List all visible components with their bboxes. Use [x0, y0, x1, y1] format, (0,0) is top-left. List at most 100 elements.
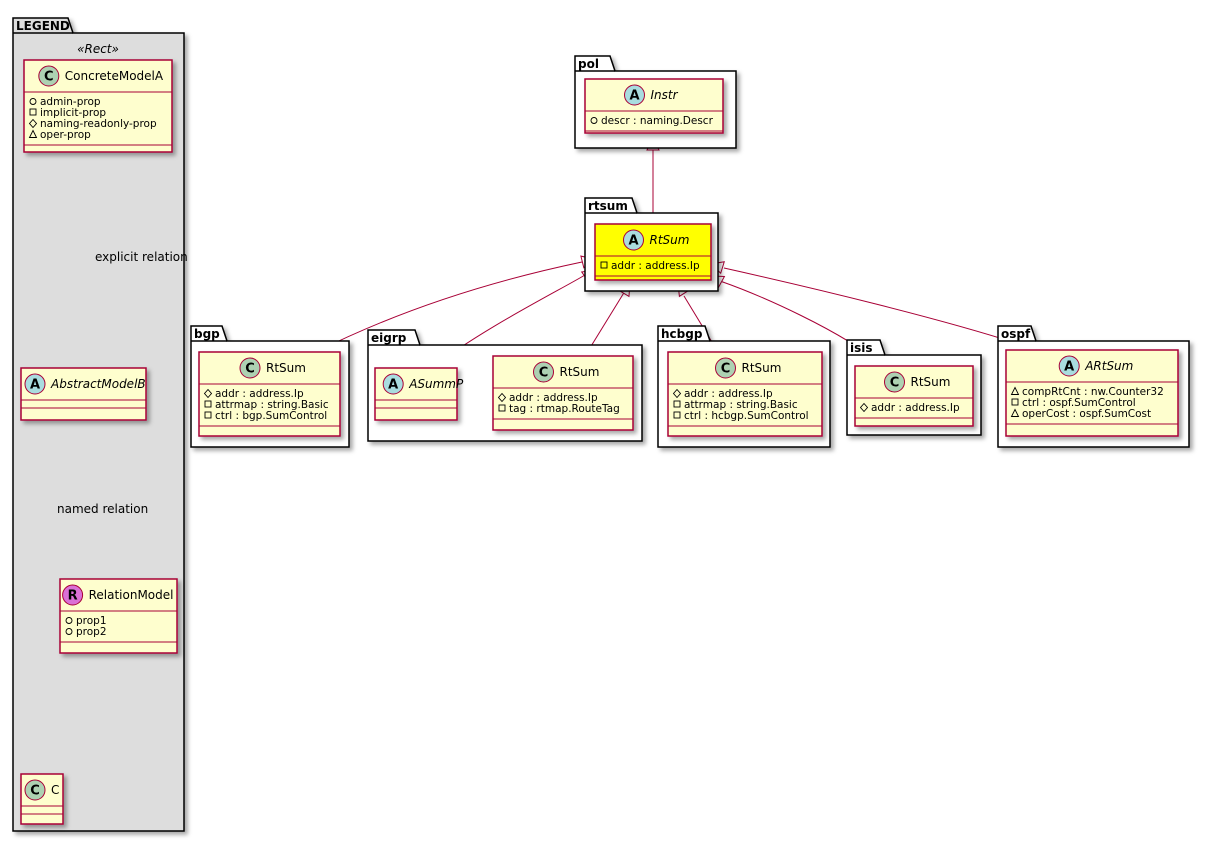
attribute-text: addr : address.Ip	[509, 392, 598, 404]
class-name: ConcreteModelA	[65, 69, 164, 83]
attribute-row: addr : address.Ip	[672, 388, 773, 400]
class-name: RelationModel	[89, 588, 174, 602]
attribute-text: prop1	[76, 615, 107, 627]
attribute-row: ctrl : ospf.SumControl	[1011, 397, 1136, 409]
attribute-row: prop1	[65, 615, 107, 627]
attribute-text: operCost : ospf.SumCost	[1022, 408, 1151, 420]
stereotype-letter: R	[68, 589, 78, 604]
class-isis-rtsum[interactable]: C RtSum addr : address.Ip	[854, 365, 974, 427]
attribute-text: implicit-prop	[40, 107, 106, 119]
package-label: pol	[578, 57, 599, 71]
inheritance-edge	[723, 267, 1038, 351]
stereotype-letter: A	[388, 378, 398, 393]
package-label: eigrp	[371, 331, 407, 345]
attribute-text: ctrl : hcbgp.SumControl	[684, 410, 809, 422]
package-label: ospf	[1001, 327, 1031, 341]
attribute-text: attrmap : string.Basic	[684, 399, 798, 411]
class-name: RtSum	[911, 375, 951, 389]
stereotype-c-icon: C	[24, 779, 46, 801]
class-name: RtSum	[650, 233, 690, 247]
stereotype-a-icon: A	[623, 229, 644, 251]
class-pol-instr[interactable]: A Instr descr : naming.Descr	[584, 78, 724, 134]
stereotype-a-icon: A	[24, 373, 46, 395]
attribute-text: admin-prop	[40, 96, 101, 108]
class-name: RtSum	[742, 361, 782, 375]
class-concrete-model-a[interactable]: C ConcreteModelA admin-propimplicit-propna…	[23, 59, 173, 153]
attribute-text: prop2	[76, 626, 107, 638]
attribute-text: descr : naming.Descr	[601, 115, 714, 127]
stereotype-letter: A	[1064, 360, 1074, 375]
attribute-row: admin-prop	[29, 96, 101, 108]
attribute-text: addr : address.Ip	[871, 402, 960, 414]
stereotype-letter: A	[30, 378, 40, 393]
class-abstract-model-b[interactable]: A AbstractModelB	[20, 367, 147, 421]
attribute-row: attrmap : string.Basic	[673, 399, 798, 411]
attribute-text: addr : address.Ip	[611, 260, 700, 272]
attribute-text: tag : rtmap.RouteTag	[509, 403, 620, 415]
explicit-relation-label: explicit relation	[95, 250, 188, 264]
attribute-text: naming-readonly-prop	[40, 118, 157, 130]
attribute-row: descr : naming.Descr	[590, 115, 714, 127]
attribute-text: compRtCnt : nw.Counter32	[1022, 386, 1164, 398]
legend-stereotype: «Rect»	[77, 42, 119, 56]
class-name: Instr	[651, 88, 679, 102]
class-name: C	[51, 783, 59, 797]
attribute-row: attrmap : string.Basic	[204, 399, 329, 411]
stereotype-a-icon: A	[624, 84, 645, 106]
stereotype-letter: C	[539, 366, 549, 381]
stereotype-c-icon: C	[239, 357, 261, 379]
attribute-row: compRtCnt : nw.Counter32	[1010, 386, 1164, 398]
stereotype-letter: C	[245, 362, 255, 377]
class-name: ASummP	[408, 377, 464, 391]
class-eigrp-asummp[interactable]: A ASummP	[374, 367, 464, 421]
attribute-text: oper-prop	[40, 129, 91, 141]
attribute-row: addr : address.Ip	[600, 260, 700, 272]
package-label: hcbgp	[661, 327, 703, 341]
attribute-row: prop2	[65, 626, 107, 638]
attribute-text: addr : address.Ip	[684, 388, 773, 400]
attribute-row: implicit-prop	[29, 107, 106, 119]
attribute-row: oper-prop	[28, 129, 91, 141]
package-label: bgp	[194, 327, 220, 341]
attribute-row: operCost : ospf.SumCost	[1010, 408, 1151, 420]
attribute-row: addr : address.Ip	[497, 392, 598, 404]
class-name: RtSum	[560, 365, 600, 379]
attribute-text: ctrl : ospf.SumControl	[1022, 397, 1136, 409]
attribute-text: attrmap : string.Basic	[215, 399, 329, 411]
stereotype-a-icon: A	[382, 373, 404, 395]
stereotype-letter: A	[628, 234, 638, 249]
named-relation-label: named relation	[57, 502, 148, 516]
stereotype-c-icon: C	[533, 361, 554, 383]
package-label: LEGEND	[16, 19, 70, 33]
class-rtsum-rtsum[interactable]: A RtSum addr : address.Ip	[594, 223, 712, 281]
stereotype-letter: C	[890, 376, 900, 391]
attribute-row: naming-readonly-prop	[28, 118, 157, 130]
stereotype-a-icon: A	[1058, 355, 1080, 377]
class-name: AbstractModelB	[50, 377, 146, 391]
attribute-text: addr : address.Ip	[215, 388, 304, 400]
attribute-row: ctrl : bgp.SumControl	[204, 410, 327, 422]
attribute-text: ctrl : bgp.SumControl	[215, 410, 327, 422]
stereotype-letter: C	[721, 362, 731, 377]
stereotype-c-icon: C	[884, 371, 905, 393]
class-name: RtSum	[266, 361, 306, 375]
attribute-row: addr : address.Ip	[859, 402, 960, 414]
package-label: isis	[850, 341, 873, 355]
stereotype-c-icon: C	[38, 65, 60, 87]
class-name: ARtSum	[1084, 359, 1133, 373]
attribute-row: addr : address.Ip	[203, 388, 304, 400]
inheritance-edge	[315, 261, 583, 353]
stereotype-r-icon: R	[62, 584, 84, 606]
stereotype-c-icon: C	[715, 357, 736, 379]
stereotype-letter: A	[629, 89, 639, 104]
stereotype-letter: C	[30, 784, 40, 799]
attribute-row: ctrl : hcbgp.SumControl	[673, 410, 809, 422]
stereotype-letter: C	[44, 70, 54, 85]
